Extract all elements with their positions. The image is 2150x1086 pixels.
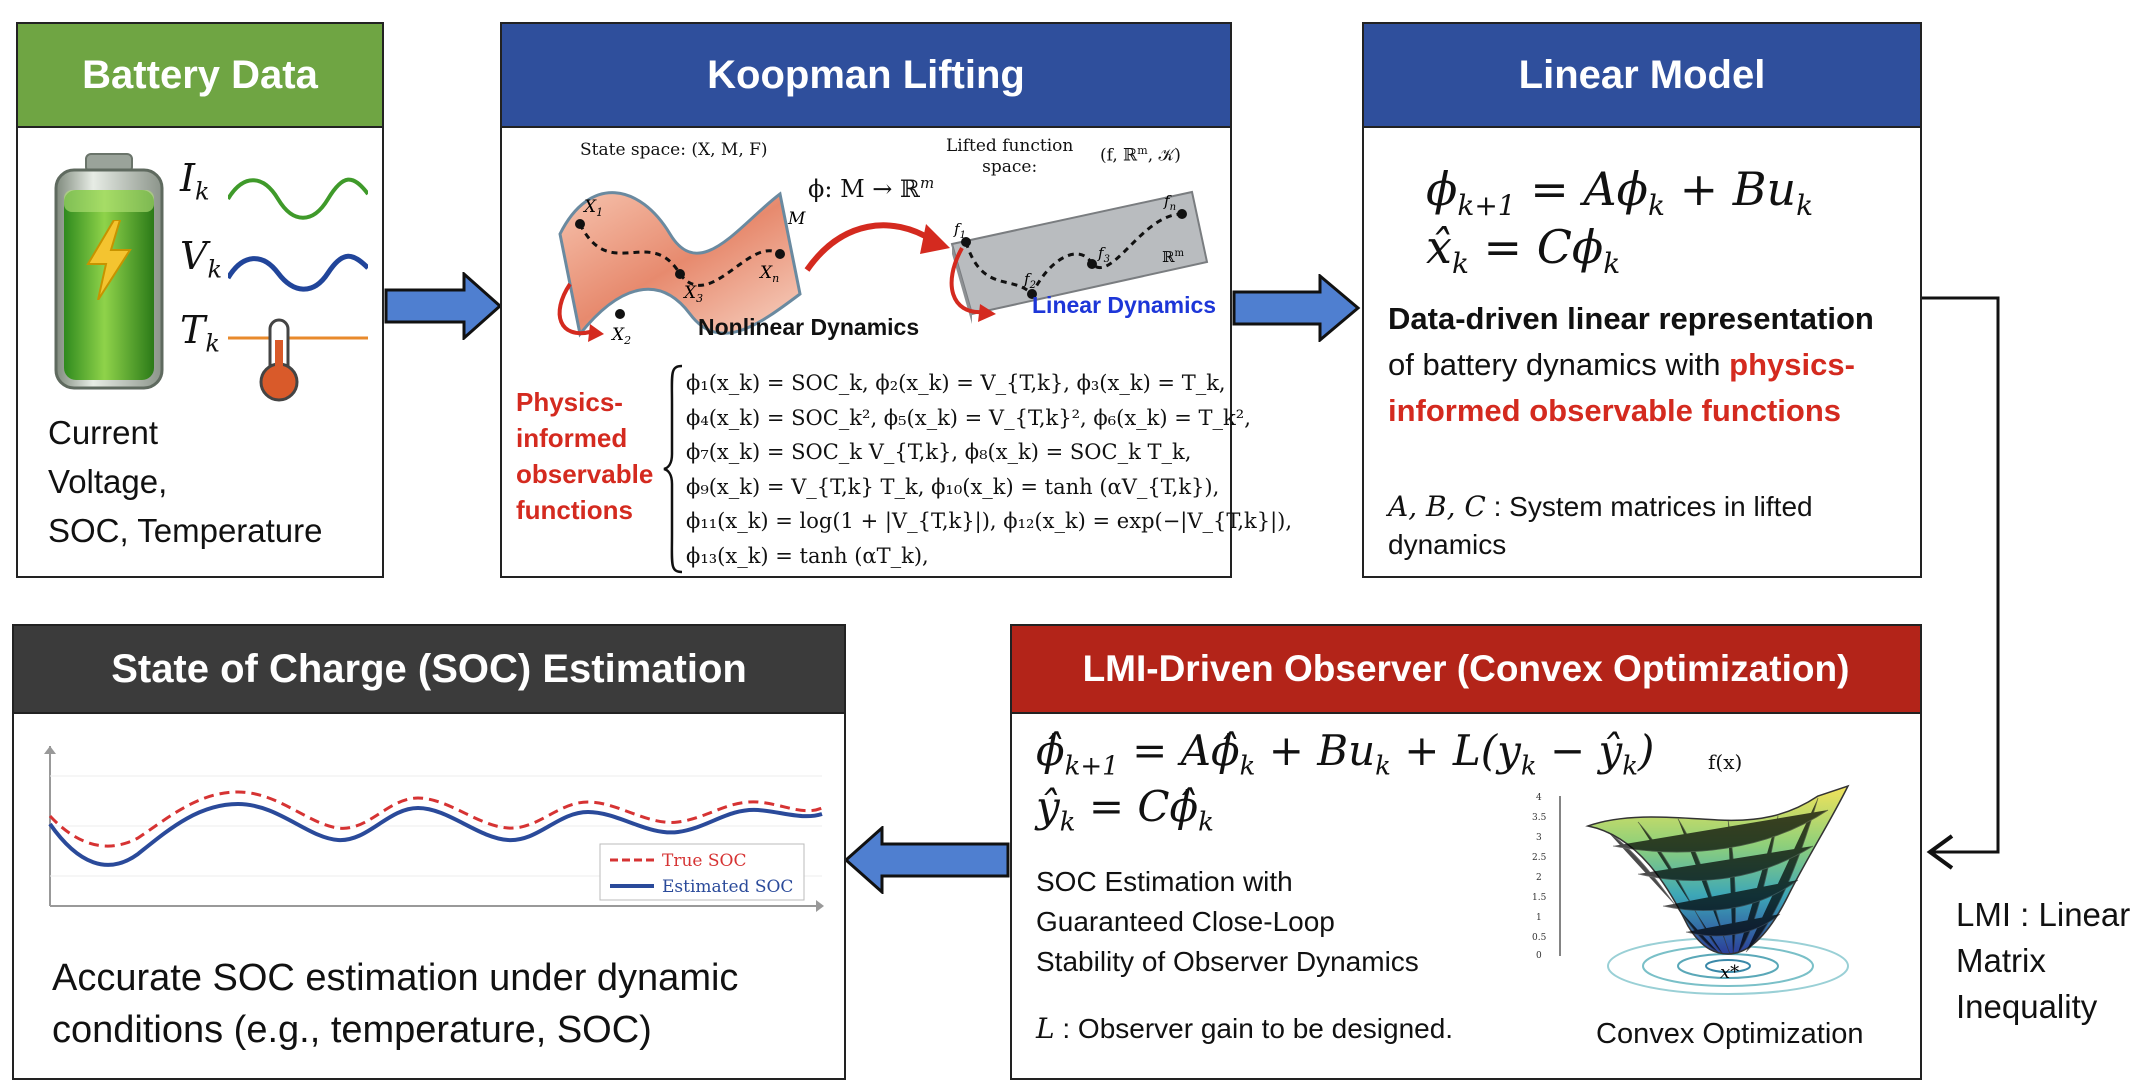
observer-panel: LMI-Driven Observer (Convex Optimization… bbox=[1010, 624, 1922, 1080]
battery-data-panel: Battery Data Ik Vk Tk bbox=[16, 22, 384, 578]
lifted-plane-illustration: f1 f2 f3 fn ℝm bbox=[949, 190, 1209, 324]
signal-label-voltage: Vk bbox=[180, 234, 222, 284]
legend-true-soc: True SOC bbox=[662, 851, 746, 871]
observer-gain-note: L : Observer gain to be designed. bbox=[1036, 1012, 1454, 1045]
battery-data-title: Battery Data bbox=[82, 52, 318, 97]
battery-data-header: Battery Data bbox=[18, 24, 382, 128]
signal-label-temperature: Tk bbox=[180, 308, 220, 358]
observer-output-equation: ŷk = Cϕ̂k bbox=[1036, 782, 1214, 838]
thermometer-icon bbox=[228, 318, 368, 402]
linear-model-title: Linear Model bbox=[1518, 52, 1766, 97]
observer-description: SOC Estimation with Guaranteed Close-Loo… bbox=[1036, 866, 1419, 977]
svg-text:f3: f3 bbox=[1097, 244, 1110, 265]
svg-text:2.5: 2.5 bbox=[1532, 853, 1547, 863]
estimated-soc-curve bbox=[48, 801, 823, 867]
svg-text:3: 3 bbox=[1536, 833, 1542, 843]
soc-estimation-title: State of Charge (SOC) Estimation bbox=[111, 646, 747, 691]
observer-state-equation: ϕ̂k+1 = Aϕ̂k + Buk + L(yk − ŷk) bbox=[1036, 726, 1655, 782]
svg-text:ℝm: ℝm bbox=[1162, 248, 1184, 266]
svg-text:4: 4 bbox=[1536, 793, 1542, 803]
linear-model-state-equation: ϕk+1 = Aϕk + Buk bbox=[1426, 162, 1814, 223]
svg-text:1: 1 bbox=[1536, 913, 1542, 923]
svg-text:f1: f1 bbox=[953, 220, 966, 241]
svg-text:X2: X2 bbox=[610, 325, 631, 347]
linear-model-panel: Linear Model ϕk+1 = Aϕk + Buk x̂k = Cϕk … bbox=[1362, 22, 1922, 578]
lifting-arrow bbox=[804, 222, 950, 272]
convex-plot-caption: Convex Optimization bbox=[1596, 1018, 1864, 1050]
linear-model-header: Linear Model bbox=[1364, 24, 1920, 128]
convex-plot-fx-label: f(x) bbox=[1708, 750, 1743, 774]
legend-estimated-soc: Estimated SOC bbox=[662, 877, 793, 897]
linear-dynamics-label: Linear Dynamics bbox=[1032, 292, 1217, 318]
arrow-linear-to-observer bbox=[1922, 296, 2000, 870]
svg-text:fn: fn bbox=[1163, 192, 1176, 213]
svg-text:0.5: 0.5 bbox=[1532, 933, 1547, 943]
system-matrices-note: A, B, C : System matrices in lifted dyna… bbox=[1388, 490, 1813, 560]
koopman-lifting-title: Koopman Lifting bbox=[707, 52, 1025, 97]
state-space-label: State space: (X, M, F) bbox=[580, 140, 768, 160]
arrow-koopman-to-linear bbox=[1232, 274, 1361, 342]
soc-estimation-description: Accurate SOC estimation under dynamic co… bbox=[52, 957, 739, 1051]
nonlinear-manifold-illustration: X1 X2 X3 Xn M bbox=[557, 191, 806, 347]
current-wave-icon bbox=[228, 177, 368, 220]
true-soc-curve bbox=[48, 790, 823, 848]
koopman-lifting-header: Koopman Lifting bbox=[502, 24, 1230, 128]
svg-text:3.5: 3.5 bbox=[1532, 813, 1547, 823]
physics-informed-label: Physics- informed observable functions bbox=[516, 387, 654, 525]
observable-functions-list: ϕ₁(x_k) = SOC_k, ϕ₂(x_k) = V_{T,k}, ϕ₃(x… bbox=[686, 371, 1293, 568]
svg-text:2: 2 bbox=[1536, 873, 1542, 883]
voltage-wave-icon bbox=[228, 253, 368, 292]
arrow-battery-to-koopman bbox=[384, 272, 503, 340]
svg-text:1.5: 1.5 bbox=[1532, 893, 1547, 903]
observer-header: LMI-Driven Observer (Convex Optimization… bbox=[1012, 626, 1920, 714]
svg-text:M: M bbox=[787, 209, 806, 229]
soc-comparison-plot: True SOC Estimated SOC bbox=[44, 746, 824, 912]
observables-brace bbox=[663, 364, 683, 574]
linear-model-output-equation: x̂k = Cϕk bbox=[1426, 220, 1621, 281]
nonlinear-dynamics-label: Nonlinear Dynamics bbox=[698, 314, 920, 340]
svg-text:f2: f2 bbox=[1023, 270, 1036, 291]
soc-plot-legend bbox=[599, 843, 805, 901]
linear-model-description: Data-driven linear representation of bat… bbox=[1388, 301, 1874, 428]
lightning-bolt-icon bbox=[86, 220, 132, 300]
koopman-map-label: ϕ: M → ℝm bbox=[808, 174, 935, 203]
observer-title: LMI-Driven Observer (Convex Optimization… bbox=[1082, 648, 1850, 689]
convex-optimization-plot: 4 3.5 3 2.5 2 1.5 1 0.5 0 x* bbox=[1532, 784, 1850, 995]
koopman-lifting-panel: Koopman Lifting State space: (X, M, F) X… bbox=[500, 22, 1292, 578]
svg-text:X3: X3 bbox=[682, 283, 703, 305]
svg-text:x*: x* bbox=[1720, 962, 1739, 983]
lmi-definition-note: LMI : Linear Matrix Inequality bbox=[1956, 896, 2131, 1025]
lifted-space-label: Lifted function space: bbox=[946, 136, 1074, 177]
arrow-observer-to-soc bbox=[843, 826, 1010, 894]
battery-data-description: Current Voltage, SOC, Temperature bbox=[48, 414, 323, 549]
soc-estimation-header: State of Charge (SOC) Estimation bbox=[14, 626, 844, 714]
soc-estimation-panel: State of Charge (SOC) Estimation True SO… bbox=[12, 624, 846, 1080]
lifted-tuple-label: (f, ℝm, 𝒦) bbox=[1100, 144, 1181, 166]
svg-text:Xn: Xn bbox=[758, 263, 779, 285]
svg-text:0: 0 bbox=[1536, 951, 1542, 961]
signal-label-current: Ik bbox=[180, 156, 210, 206]
svg-text:X1: X1 bbox=[582, 197, 603, 219]
